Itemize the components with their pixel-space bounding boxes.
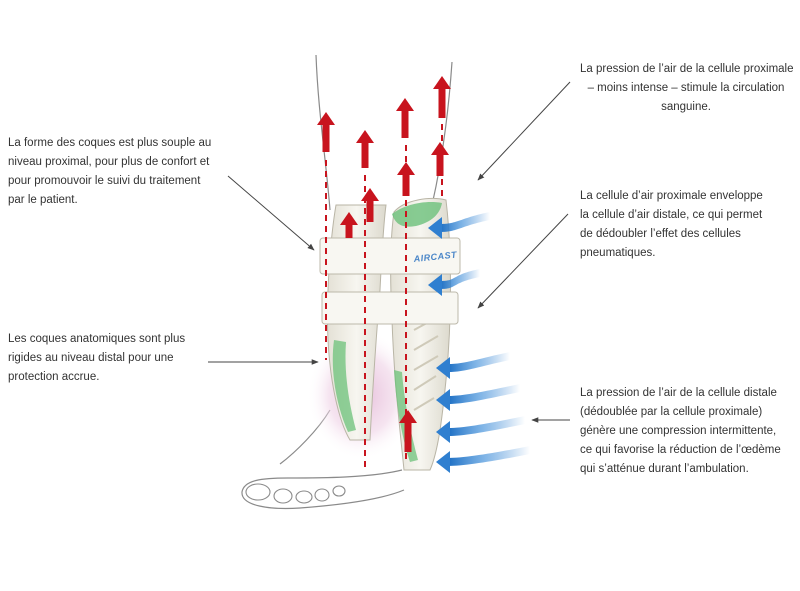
leader-proximal xyxy=(477,81,571,181)
blue-pressure-arrow-icon xyxy=(436,416,525,443)
brand-logo: AIRCAST xyxy=(412,249,458,264)
lower-strap xyxy=(321,291,459,325)
toes xyxy=(245,483,346,504)
red-upward-arrow-icon xyxy=(340,212,358,238)
blue-pressure-arrow-icon xyxy=(436,352,510,379)
red-upward-arrow-icon xyxy=(399,410,417,452)
air-cell-medial xyxy=(332,340,356,432)
air-pressure-arrows xyxy=(428,212,530,473)
leader-shell-soft xyxy=(227,175,315,251)
red-upward-arrow-icon xyxy=(396,98,414,138)
upper-strap xyxy=(319,237,461,275)
callout-proximal-pressure: La pression de l’air de la cellule proxi… xyxy=(580,63,794,113)
callout-shell-soft: La forme des coques est plus souple au n… xyxy=(8,137,212,206)
red-upward-arrow-icon xyxy=(431,142,449,176)
red-upward-arrow-icon xyxy=(356,130,374,168)
callout-air-cell-envelope: La cellule d’air proximale enveloppe la … xyxy=(580,190,763,259)
leader-lines xyxy=(208,81,571,423)
air-cell-proximal xyxy=(392,202,442,227)
brace: AIRCAST xyxy=(319,198,461,471)
red-upward-arrow-icon xyxy=(433,76,451,118)
callout-shell-rigid: Les coques anatomiques sont plus rigides… xyxy=(8,333,186,383)
blue-pressure-arrow-icon xyxy=(436,446,530,473)
circulation-arrows xyxy=(317,76,451,470)
red-upward-arrow-icon xyxy=(317,112,335,152)
blue-pressure-arrow-icon xyxy=(428,212,490,239)
leader-envelope xyxy=(477,213,569,309)
blue-pressure-arrow-icon xyxy=(436,384,520,411)
blue-pressure-arrow-icon xyxy=(428,269,480,296)
callout-distal-pressure: La pression de l’air de la cellule dista… xyxy=(580,387,781,475)
